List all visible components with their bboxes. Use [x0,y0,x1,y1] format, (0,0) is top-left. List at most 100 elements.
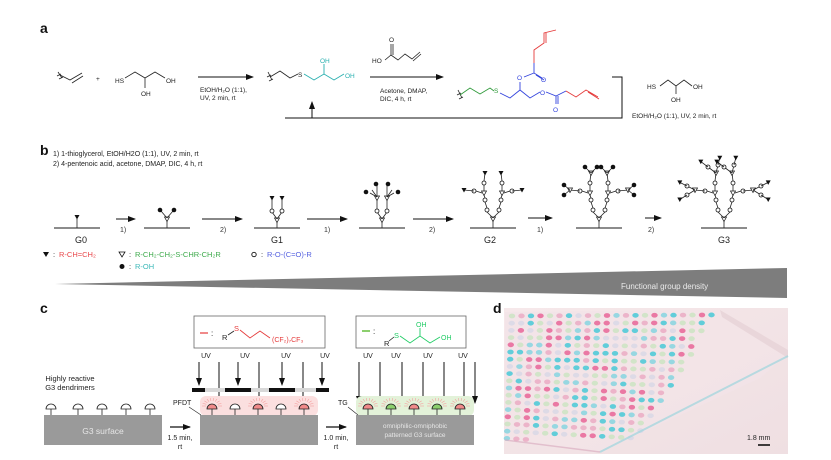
droplet [631,335,638,341]
glow-ray [434,398,437,402]
droplet [590,403,598,409]
vinyl-node [677,197,683,202]
bond [706,190,714,194]
glow-ray [260,398,264,402]
glow-ray [431,398,435,402]
droplet [535,364,542,370]
droplet [600,396,607,401]
droplet [513,422,521,427]
droplet [687,352,695,357]
svg-text:OH: OH [141,91,151,98]
droplet [612,328,620,334]
droplet [601,373,608,379]
glow-ray [416,398,420,402]
ester-node [481,180,487,186]
droplet [609,419,616,425]
vinyl-node [714,159,720,165]
droplet [563,372,570,378]
glow-ray [202,402,207,405]
droplet [618,427,625,433]
bond [717,211,725,219]
droplet [534,386,541,392]
droplet [572,380,579,386]
vinyl-node [269,196,275,201]
hydroxyl-node [157,207,163,213]
glow-ray [370,398,374,402]
droplet [517,328,525,333]
svg-text:S: S [234,324,239,333]
thioether-node [711,190,719,197]
pfdt-pointer [188,406,202,416]
filled-circle-icon [119,264,125,269]
bond [386,192,395,198]
glow-ray [395,400,399,404]
glow-ray [306,398,310,402]
droplet [583,358,590,363]
pfdt-structure-box: : R S (CF₂)₇CF₃ [193,315,326,349]
droplet [689,312,696,318]
droplet [563,365,571,370]
droplet [629,374,637,380]
droplet [688,336,695,342]
dendrimer-cap [144,403,156,410]
droplet [543,394,550,399]
droplet [551,423,559,429]
droplet [611,358,618,364]
dendrimer-cap [408,403,420,410]
droplet [546,328,553,333]
droplet [640,343,647,349]
droplet [526,335,534,341]
droplet [669,336,676,341]
droplet [689,320,696,326]
droplet [622,313,630,318]
droplet [613,313,620,318]
glow-ray [252,398,256,402]
droplet [554,357,561,363]
hydroxyl-node [594,164,600,170]
droplet [506,378,513,384]
droplet [570,424,578,430]
svg-text:HO: HO [372,58,382,65]
hydroxyl-node [395,189,401,195]
droplet [555,328,563,333]
droplet [561,417,568,422]
droplet [603,313,611,318]
dendrimer-cap [298,403,310,410]
droplet [535,349,543,355]
droplet [571,402,579,408]
droplet [552,409,559,415]
uv-label: UV [391,353,401,360]
svg-text::: : [211,329,213,338]
bond [734,190,742,194]
droplet [629,397,636,402]
vinyl-node [74,215,80,220]
droplet [527,328,534,333]
droplet [630,366,637,372]
ester-node [727,207,733,213]
droplet [544,364,552,370]
vinyl-node [461,188,467,193]
glow-ray [301,398,304,402]
open-circle-icon [251,251,257,258]
droplet [609,404,617,409]
bond [475,190,483,194]
droplet [619,404,626,410]
glow-ray [383,400,387,404]
droplet [619,389,627,395]
droplet [518,313,525,319]
droplet [525,364,533,370]
ester-node [498,197,504,203]
droplet [613,320,620,326]
droplet [583,335,591,341]
ester-node [715,207,721,213]
bond [492,211,500,219]
svg-text:HS: HS [115,78,125,85]
droplet [584,328,591,333]
droplet [678,359,685,365]
step-2-description: 2) 4-pentenoic acid, acetone, DMAP, DIC,… [53,161,202,168]
generation-label-g2: G2 [484,235,496,245]
bond [760,182,769,187]
droplet [555,335,562,341]
thioether-node [498,190,506,197]
glow-ray [393,398,397,402]
